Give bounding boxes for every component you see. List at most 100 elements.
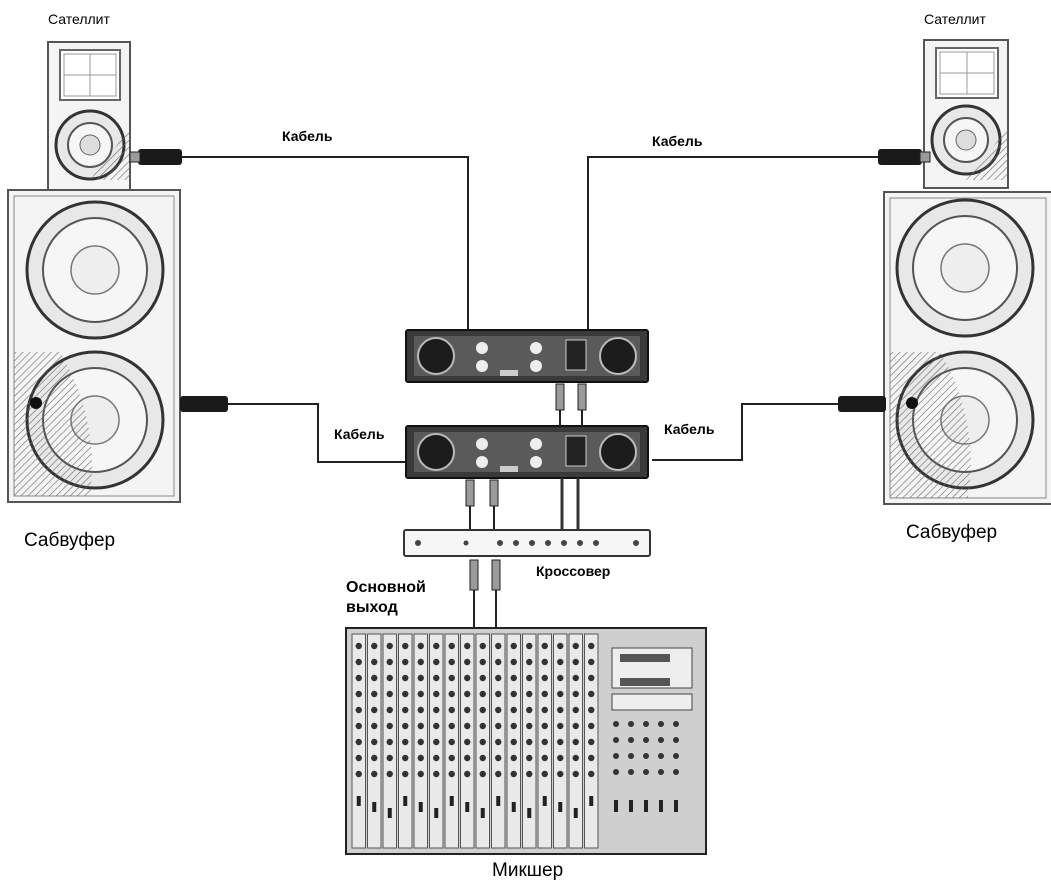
mixer-fader xyxy=(465,802,470,812)
mixer-fader xyxy=(573,808,578,818)
mixer-knob xyxy=(448,642,455,650)
mixer-knob xyxy=(495,658,502,666)
master-knob xyxy=(628,769,634,775)
mixer-knob xyxy=(588,770,595,778)
mixer-knob xyxy=(479,658,486,666)
mixer-knob xyxy=(386,658,393,666)
master-knob xyxy=(613,721,619,727)
cable-top-left-label: Кабель xyxy=(282,128,333,144)
mixer-knob xyxy=(510,674,517,682)
mixer-knob xyxy=(371,642,378,650)
mixer-knob xyxy=(526,642,533,650)
mixer-knob xyxy=(510,642,517,650)
mixer-knob xyxy=(464,754,471,762)
mixer-knob xyxy=(433,690,440,698)
master-knob xyxy=(643,737,649,743)
mixer-knob xyxy=(557,674,564,682)
subwoofer-right xyxy=(883,191,1051,505)
mixer-knob xyxy=(557,690,564,698)
mixer-knob xyxy=(479,722,486,730)
mixer-fader xyxy=(558,802,563,812)
mixer-knob xyxy=(417,754,424,762)
mixer-knob xyxy=(572,754,579,762)
mixer-knob xyxy=(495,690,502,698)
mixer-knob xyxy=(402,770,409,778)
mixer-knob xyxy=(557,754,564,762)
main-out-label-line2: выход xyxy=(346,599,398,616)
master-knob xyxy=(673,769,679,775)
mixer-knob xyxy=(541,738,548,746)
mixer-knob xyxy=(371,738,378,746)
mixer-knob xyxy=(355,722,362,730)
master-knob xyxy=(643,721,649,727)
mixer-knob xyxy=(464,770,471,778)
mixer-knob xyxy=(526,770,533,778)
cable-mid-left-label: Кабель xyxy=(334,426,385,442)
mixer-knob xyxy=(371,690,378,698)
mixer-knob xyxy=(588,658,595,666)
mixer-knob xyxy=(464,658,471,666)
mixer-fader xyxy=(356,796,361,806)
mixer-knob xyxy=(371,754,378,762)
mixer-knob xyxy=(510,722,517,730)
subwoofer-left-label: Сабвуфер xyxy=(24,530,115,551)
main-out-label-line1: Основной xyxy=(346,579,426,596)
mixer-knob xyxy=(433,674,440,682)
satellite-right xyxy=(923,39,1009,189)
mixer-fader xyxy=(480,808,485,818)
mixer-fader xyxy=(372,802,377,812)
mixer-knob xyxy=(402,722,409,730)
mixer-knob xyxy=(526,706,533,714)
master-fader xyxy=(614,800,618,812)
mixer-knob xyxy=(510,706,517,714)
speaker-cables xyxy=(182,156,880,463)
mixer-knob xyxy=(541,642,548,650)
mixer-knob xyxy=(448,674,455,682)
mixer-knob xyxy=(572,706,579,714)
mixer-knob xyxy=(433,642,440,650)
mixer-knob xyxy=(479,754,486,762)
master-knob xyxy=(613,769,619,775)
mixer-knob xyxy=(402,706,409,714)
mixer-knob xyxy=(355,754,362,762)
mixer-knob xyxy=(433,770,440,778)
mixer-knob xyxy=(572,722,579,730)
mixer-fader xyxy=(511,802,516,812)
mixer-knob xyxy=(448,770,455,778)
mixer-console xyxy=(345,627,707,855)
mixer-knob xyxy=(355,738,362,746)
mixer-knob xyxy=(433,754,440,762)
mixer-knob xyxy=(402,674,409,682)
mixer-knob xyxy=(526,738,533,746)
mixer-knob xyxy=(526,658,533,666)
mixer-knob xyxy=(355,674,362,682)
mixer-knob xyxy=(541,706,548,714)
mixer-knob xyxy=(386,674,393,682)
mixer-knob xyxy=(479,770,486,778)
mixer-knob xyxy=(355,690,362,698)
crossover-unit xyxy=(403,529,651,557)
master-knob xyxy=(658,721,664,727)
mixer-knob xyxy=(355,642,362,650)
mixer-knob xyxy=(386,642,393,650)
master-knob xyxy=(658,769,664,775)
mixer-knob xyxy=(479,738,486,746)
mixer-knob xyxy=(464,674,471,682)
mixer-knob xyxy=(386,706,393,714)
mixer-knob xyxy=(510,658,517,666)
mixer-knob xyxy=(526,674,533,682)
main-out-cables xyxy=(469,559,501,630)
mixer-knob xyxy=(557,770,564,778)
mixer-fader xyxy=(387,808,392,818)
mixer-knob xyxy=(572,770,579,778)
mixer-knob xyxy=(464,706,471,714)
mixer-knob xyxy=(433,738,440,746)
master-knob xyxy=(643,769,649,775)
mixer-knob xyxy=(572,674,579,682)
master-knob xyxy=(643,753,649,759)
mixer-knob xyxy=(510,770,517,778)
mixer-knob xyxy=(386,722,393,730)
mixer-knob xyxy=(526,754,533,762)
mixer-knob xyxy=(417,658,424,666)
mixer-knob xyxy=(433,706,440,714)
